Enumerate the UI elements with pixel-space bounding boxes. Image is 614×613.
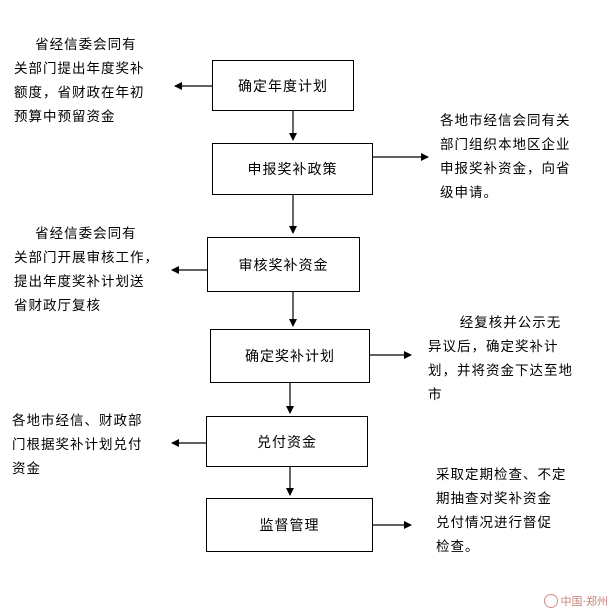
note-declare: 各地市经信会同有关 部门组织本地区企业 申报奖补资金，向省 级申请。 (440, 109, 571, 205)
step-box-pay-funds: 兑付资金 (206, 416, 368, 467)
watermark: 中国·郑州 (543, 593, 609, 609)
note-line: 经复核并公示无 (428, 315, 562, 331)
step-box-determine-annual-plan: 确定年度计划 (212, 60, 354, 111)
note-supervision: 采取定期检查、不定 期抽查对奖补资金 兑付情况进行督促 检查。 (436, 463, 567, 559)
note-line: 兑付情况进行督促 (436, 515, 552, 531)
step-box-supervision: 监督管理 (206, 498, 373, 552)
step-label: 监督管理 (259, 518, 320, 534)
note-line: 划，并将资金下达至地 (428, 363, 573, 379)
note-pay: 各地市经信、财政部 门根据奖补计划兑付 资金 (12, 409, 143, 481)
note-line: 申报奖补资金，向省 (440, 161, 571, 177)
note-line: 省经信委会同有 (14, 226, 137, 242)
note-line: 各地市经信、财政部 (12, 413, 143, 429)
note-line: 采取定期检查、不定 (436, 467, 567, 483)
note-line: 市 (428, 387, 443, 403)
note-review: 省经信委会同有 关部门开展审核工作， 提出年度奖补计划送 省财政厅复核 (14, 222, 159, 318)
note-line: 检查。 (436, 539, 480, 555)
note-line: 预算中预留资金 (14, 109, 116, 125)
note-line: 异议后，确定奖补计 (428, 339, 559, 355)
note-line: 资金 (12, 461, 41, 477)
step-label: 审核奖补资金 (238, 257, 329, 274)
watermark-text: 中国·郑州 (560, 595, 609, 608)
note-line: 省财政厅复核 (14, 298, 101, 314)
seal-icon (543, 594, 558, 608)
step-box-declare-policy: 申报奖补政策 (212, 143, 373, 195)
note-line: 省经信委会同有 (14, 37, 137, 53)
step-box-review-funds: 审核奖补资金 (207, 237, 360, 292)
note-line: 各地市经信会同有关 (440, 113, 571, 129)
note-confirm-plan: 经复核并公示无 异议后，确定奖补计 划，并将资金下达至地 市 (428, 311, 573, 407)
note-line: 部门组织本地区企业 (440, 137, 571, 153)
note-annual-plan: 省经信委会同有 关部门提出年度奖补 额度，省财政在年初 预算中预留资金 (14, 33, 145, 129)
note-line: 额度，省财政在年初 (14, 85, 145, 101)
step-label: 确定奖补计划 (245, 349, 335, 365)
step-label: 兑付资金 (257, 434, 317, 451)
step-label: 确定年度计划 (238, 78, 328, 95)
note-line: 期抽查对奖补资金 (436, 491, 552, 507)
note-line: 级申请。 (440, 185, 498, 201)
note-line: 门根据奖补计划兑付 (12, 437, 143, 453)
step-box-determine-plan: 确定奖补计划 (210, 329, 370, 383)
note-line: 关部门提出年度奖补 (14, 61, 145, 77)
note-line: 关部门开展审核工作， (14, 250, 159, 266)
step-label: 申报奖补政策 (247, 162, 338, 178)
note-line: 提出年度奖补计划送 (14, 274, 145, 290)
